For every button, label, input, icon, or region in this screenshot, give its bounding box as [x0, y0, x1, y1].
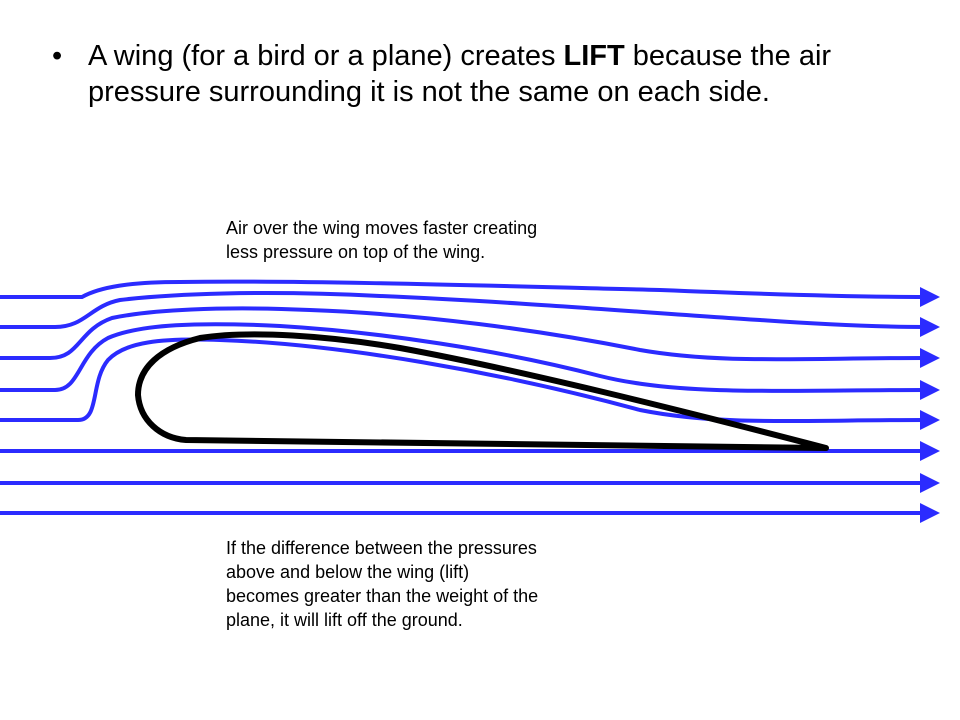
- airflow-lines: [0, 279, 940, 523]
- bullet-text-end: because the air pressure surrounding it …: [88, 40, 832, 108]
- wing-airfoil: [135, 331, 829, 451]
- airflow-line: [0, 291, 940, 337]
- bullet-text: A wing (for a bird or a plane) creates L…: [88, 38, 932, 110]
- bullet-marker: •: [52, 40, 63, 72]
- caption-over-wing-line: less pressure on top of the wing.: [226, 242, 486, 262]
- caption-lift-line: becomes greater than the weight of the: [226, 586, 539, 606]
- bullet-point: • A wing (for a bird or a plane) creates…: [52, 38, 932, 110]
- caption-lift-line: above and below the wing (lift): [226, 562, 470, 582]
- lift-emphasis: LIFT: [563, 40, 625, 72]
- caption-over-wing-line: Air over the wing moves faster creating: [226, 218, 538, 238]
- caption-over-wing: Air over the wing moves faster creating …: [226, 216, 656, 264]
- airflow-line: [0, 337, 940, 431]
- caption-lift-line: If the difference between the pressures: [226, 538, 537, 558]
- caption-lift-line: plane, it will lift off the ground.: [226, 610, 463, 630]
- airflow-line: [0, 306, 940, 369]
- airflow-line: [0, 322, 940, 401]
- airflow-line: [0, 279, 940, 307]
- bullet-text-start: A wing (for a bird or a plane) creates: [88, 40, 564, 72]
- caption-lift-explanation: If the difference between the pressures …: [226, 536, 656, 632]
